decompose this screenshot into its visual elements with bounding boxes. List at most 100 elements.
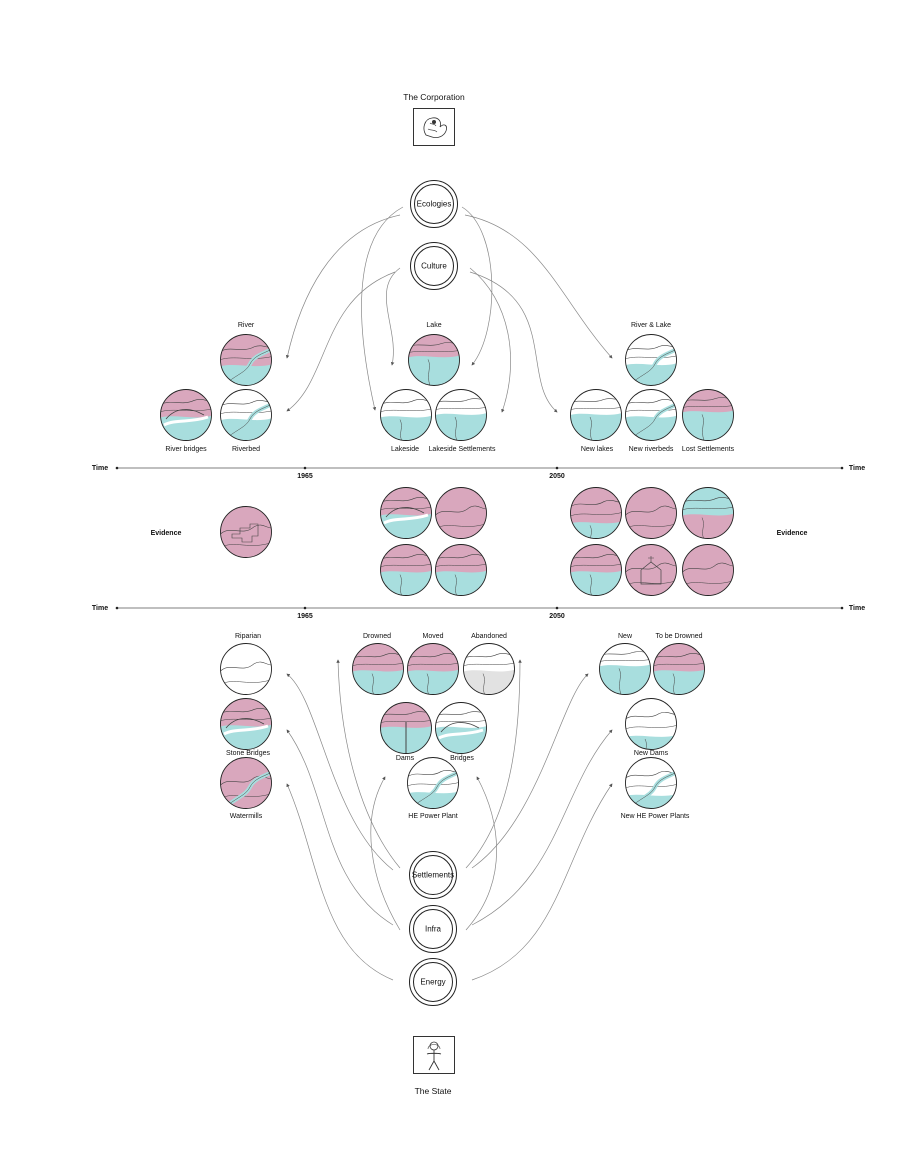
group-to-be-drowned-label: To be Drowned xyxy=(655,633,703,640)
evidence-2050-d xyxy=(570,544,622,596)
new-he-power-plants-illustration-art xyxy=(625,757,677,809)
evidence-1965-c-art xyxy=(380,544,432,596)
group-new-label: New xyxy=(617,633,633,640)
river-illustration-art xyxy=(220,334,272,386)
riverbed-illustration-art xyxy=(220,389,272,441)
evidence-1965-d-art xyxy=(435,544,487,596)
watermills-illustration xyxy=(220,757,272,809)
timeline-2-right-label: Time xyxy=(848,605,866,612)
lake-illustration xyxy=(408,334,460,386)
hub-energy[interactable]: Energy xyxy=(409,958,457,1006)
lakeside-illustration-art xyxy=(380,389,432,441)
evidence-1965-b xyxy=(435,487,487,539)
evidence-right-label: Evidence xyxy=(776,530,808,537)
lost-settlements-illustration-art xyxy=(682,389,734,441)
new-lakes-label: New lakes xyxy=(580,446,614,453)
river-bridges-label: River bridges xyxy=(165,446,207,453)
group-abandoned-label: Abandoned xyxy=(471,633,507,640)
timeline-2-mark-2050: 2050 xyxy=(549,613,565,620)
evidence-2050-a xyxy=(570,487,622,539)
corporation-label: The Corporation xyxy=(403,92,465,102)
lakeside-settlements-illustration-art xyxy=(435,389,487,441)
group-river-label: River xyxy=(237,322,255,329)
evidence-2050-a-art xyxy=(570,487,622,539)
to-be-drowned-illustration xyxy=(653,643,705,695)
hub-infra[interactable]: Infra xyxy=(409,905,457,953)
hub-culture[interactable]: Culture xyxy=(410,242,458,290)
evidence-2050-e xyxy=(625,544,677,596)
river-illustration xyxy=(220,334,272,386)
evidence-2050-c-art xyxy=(682,487,734,539)
state-figure-icon xyxy=(426,1041,442,1071)
evidence-2050-f-art xyxy=(682,544,734,596)
timeline-1 xyxy=(115,466,844,470)
riparian-illustration xyxy=(220,643,272,695)
new-lakes-illustration xyxy=(570,389,622,441)
evidence-left-label: Evidence xyxy=(150,530,182,537)
riverbed-label: Riverbed xyxy=(231,446,261,453)
hub-settlements[interactable]: Settlements xyxy=(409,851,457,899)
bridges-illustration xyxy=(435,702,487,754)
timeline-1-right-label: Time xyxy=(848,465,866,472)
evidence-1965-a xyxy=(380,487,432,539)
abandoned-illustration xyxy=(463,643,515,695)
corporation-emblem-frame xyxy=(413,108,455,146)
riverbed-illustration xyxy=(220,389,272,441)
new-riverbeds-label: New riverbeds xyxy=(628,446,674,453)
timeline-1-mark-2050: 2050 xyxy=(549,473,565,480)
timeline-2 xyxy=(115,606,844,610)
group-riparian-label: Riparian xyxy=(234,633,262,640)
moved-illustration-art xyxy=(407,643,459,695)
dams-illustration xyxy=(380,702,432,754)
new-he-power-plants-label: New HE Power Plants xyxy=(620,813,690,820)
lost-settlements-illustration xyxy=(682,389,734,441)
he-power-plant-illustration xyxy=(407,757,459,809)
new-settlement-illustration-art xyxy=(599,643,651,695)
lakeside-settlements-illustration xyxy=(435,389,487,441)
evidence-2050-b xyxy=(625,487,677,539)
hub-ecologies-label: Ecologies xyxy=(416,199,452,209)
new-settlement-illustration xyxy=(599,643,651,695)
watermills-label: Watermills xyxy=(229,813,263,820)
evidence-1965-d xyxy=(435,544,487,596)
hub-infra-label: Infra xyxy=(424,924,441,934)
bridges-label: Bridges xyxy=(450,755,474,762)
riparian-illustration-art xyxy=(220,643,272,695)
stone-bridges-label: Stone Bridges xyxy=(226,750,270,757)
evidence-1965-c xyxy=(380,544,432,596)
stone-bridges-illustration-art xyxy=(220,698,272,750)
moved-illustration xyxy=(407,643,459,695)
hub-ecologies[interactable]: Ecologies xyxy=(410,180,458,228)
evidence-2050-c xyxy=(682,487,734,539)
evidence-2050-d-art xyxy=(570,544,622,596)
new-he-power-plants-illustration xyxy=(625,757,677,809)
evidence-plan-illustration xyxy=(220,506,272,558)
evidence-2050-e-art xyxy=(625,544,677,596)
bridges-illustration-art xyxy=(435,702,487,754)
evidence-2050-b-art xyxy=(625,487,677,539)
timeline-1-left-label: Time xyxy=(91,465,109,472)
group-lake-label: Lake xyxy=(426,322,442,329)
watermills-illustration-art xyxy=(220,757,272,809)
new-dams-illustration xyxy=(625,698,677,750)
he-power-plant-illustration-art xyxy=(407,757,459,809)
dams-illustration-art xyxy=(380,702,432,754)
abandoned-illustration-art xyxy=(463,643,515,695)
timeline-2-left-label: Time xyxy=(91,605,109,612)
stone-bridges-illustration xyxy=(220,698,272,750)
timeline-1-mark-1965: 1965 xyxy=(297,473,313,480)
lakeside-label: Lakeside xyxy=(390,446,420,453)
lakeside-settlements-label: Lakeside Settlements xyxy=(428,446,496,453)
river-lake-illustration-art xyxy=(625,334,677,386)
hub-culture-label: Culture xyxy=(421,261,447,271)
hub-settlements-label: Settlements xyxy=(411,870,455,880)
evidence-1965-b-art xyxy=(435,487,487,539)
he-power-plant-label: HE Power Plant xyxy=(408,813,458,820)
new-dams-label: New Dams xyxy=(633,750,669,757)
dams-label: Dams xyxy=(395,755,415,762)
new-riverbeds-illustration xyxy=(625,389,677,441)
new-riverbeds-illustration-art xyxy=(625,389,677,441)
river-bridges-illustration xyxy=(160,389,212,441)
